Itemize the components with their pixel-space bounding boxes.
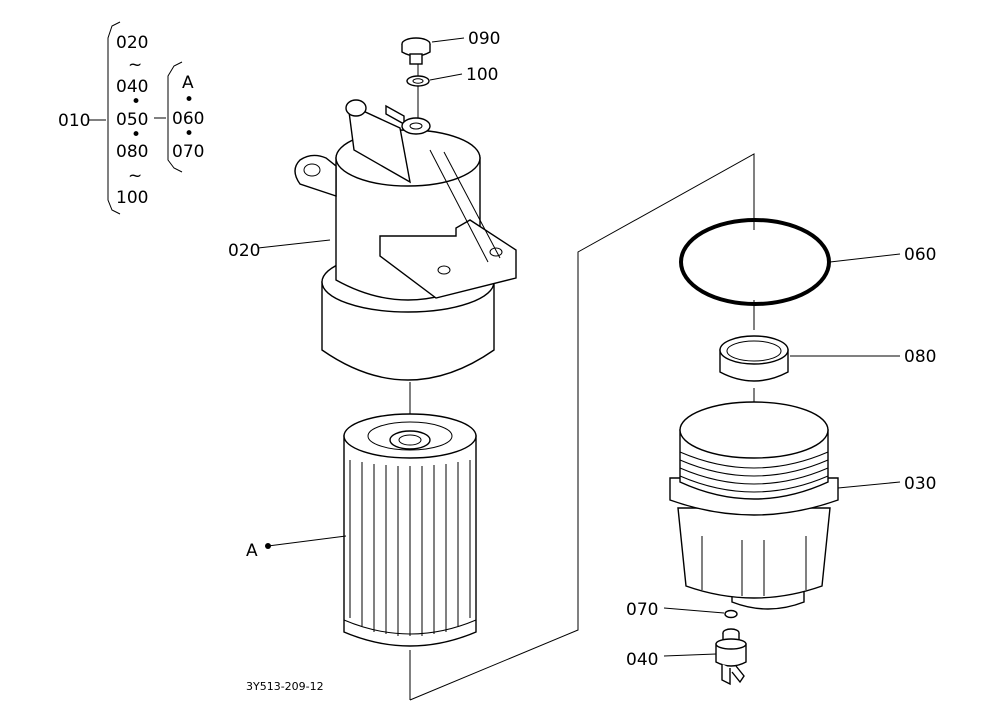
legend-range-5: 050: [116, 110, 148, 130]
callout-030: 030: [904, 474, 936, 494]
legend-bracket-group: [167, 61, 183, 173]
legend-range-3: 040: [116, 77, 148, 97]
part-A-filter-element: [343, 413, 477, 647]
part-040-drain-plug: [715, 628, 747, 686]
part-070-small-o-ring: [724, 609, 738, 619]
leader-030: [837, 481, 901, 489]
legend-range-1: 020: [116, 33, 148, 53]
callout-A: A: [246, 541, 258, 561]
legend-group-5: 070: [172, 142, 204, 162]
leader-040: [663, 653, 717, 657]
part-060-o-ring: [679, 218, 831, 306]
legend-range-8: ~: [128, 166, 142, 186]
leader-A: [267, 535, 347, 547]
legend-group-3: 060: [172, 109, 204, 129]
drawing-code: 3Y513-209-12: [246, 680, 324, 693]
callout-040: 040: [626, 650, 658, 670]
legend-group-4: •: [184, 124, 194, 144]
legend-range-2: ~: [128, 55, 142, 75]
legend-range-9: 100: [116, 188, 148, 208]
leader-100: [429, 73, 463, 81]
parts-legend: 010 020 ~ 040 • 050 • 080 ~ 100 A • 060 …: [58, 21, 204, 215]
leader-060: [829, 253, 901, 263]
part-090-bolt: [401, 37, 431, 65]
assembly-connector-line: [409, 153, 755, 701]
legend-range-6: •: [131, 125, 141, 145]
legend-range-7: 080: [116, 142, 148, 162]
leader-070: [663, 607, 725, 614]
legend-main: 010: [58, 111, 90, 131]
part-100-washer: [406, 75, 430, 87]
callout-060: 060: [904, 245, 936, 265]
callout-090: 090: [468, 29, 500, 49]
leader-020: [257, 239, 331, 249]
legend-group-2: •: [184, 90, 194, 110]
legend-bracket-left: [107, 21, 121, 215]
callout-020: 020: [228, 241, 260, 261]
callout-080: 080: [904, 347, 936, 367]
legend-group-1: A: [182, 73, 194, 93]
part-020-filter-head: [294, 99, 517, 381]
part-080-ring: [719, 335, 789, 382]
callout-070: 070: [626, 600, 658, 620]
callout-100: 100: [466, 65, 498, 85]
part-030-cup: [669, 401, 839, 610]
legend-range-4: •: [131, 92, 141, 112]
leader-090: [431, 37, 465, 43]
